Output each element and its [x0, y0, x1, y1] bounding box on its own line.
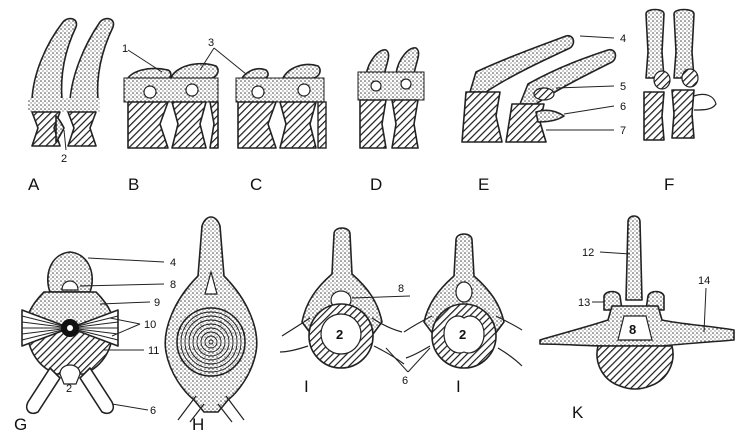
centrum-f2 — [672, 90, 694, 138]
label-13: 13 — [578, 297, 590, 309]
panel-d: D — [358, 48, 424, 194]
label-9: 9 — [154, 297, 160, 309]
centrum-e2 — [506, 104, 546, 142]
label-5: 5 — [620, 81, 626, 93]
neural-arch-a1 — [32, 19, 77, 100]
panel-e: 4 5 6 7 E — [462, 33, 626, 194]
label-6-g: 6 — [150, 405, 156, 417]
arch-f2 — [674, 10, 694, 79]
centrum-b1 — [128, 102, 168, 148]
panel-letter-i1: I — [304, 377, 309, 396]
label-11: 11 — [148, 345, 159, 357]
centrum-f1 — [644, 92, 664, 140]
haemal-right-g — [80, 368, 113, 413]
centrum-b2 — [172, 102, 206, 148]
centrum-c2 — [280, 102, 316, 148]
panel-b: 1 B — [122, 43, 218, 194]
interspace-a — [28, 98, 100, 112]
label-8-k: 8 — [629, 322, 636, 337]
label-6-i: 6 — [402, 375, 408, 387]
panel-c: 3 C — [200, 37, 326, 194]
label-2-g: 2 — [66, 383, 72, 395]
articular-e — [534, 88, 554, 100]
haemal-left-g — [27, 368, 60, 413]
arch-band-c — [236, 78, 324, 102]
rib-stub-e — [536, 110, 564, 122]
centrum-d1 — [360, 100, 386, 148]
label-7: 7 — [620, 125, 626, 137]
panel-k: 8 12 13 14 K — [540, 216, 734, 422]
panel-a: 2 A — [28, 19, 114, 194]
label-14: 14 — [698, 275, 710, 287]
panel-letter-g: G — [14, 415, 27, 434]
panel-h: H — [165, 217, 257, 434]
intercentrum-a — [56, 116, 64, 142]
panel-letter-k: K — [572, 403, 584, 422]
label-1: 1 — [122, 43, 128, 55]
panel-letter-d: D — [370, 175, 382, 194]
panel-i-left: 2 I — [280, 228, 404, 396]
spine-d2 — [396, 48, 419, 74]
foramen-c1 — [252, 86, 264, 98]
panel-g: 4 8 9 10 11 2 6 G — [14, 252, 176, 434]
label-6-e: 6 — [620, 101, 626, 113]
foramen-b2 — [186, 84, 198, 96]
panel-letter-e: E — [478, 175, 489, 194]
centrum-a2 — [68, 112, 96, 146]
label-3: 3 — [208, 37, 214, 49]
label-10: 10 — [144, 319, 156, 331]
panel-f: F — [644, 10, 716, 195]
label-8-g: 8 — [170, 279, 176, 291]
label-2-a: 2 — [61, 153, 67, 165]
panel-letter-a: A — [28, 175, 40, 194]
haemal-canal-g — [60, 365, 80, 384]
centrum-c1 — [238, 102, 276, 148]
label-12: 12 — [582, 247, 594, 259]
centrum-d2 — [392, 100, 418, 148]
rib-f — [694, 94, 716, 110]
arch-band-b — [124, 78, 218, 102]
label-8-i: 8 — [398, 283, 404, 295]
arch-band-d — [358, 72, 424, 100]
centrum-e1 — [462, 92, 502, 142]
arch-f1 — [646, 10, 664, 79]
vertebra-h — [165, 217, 257, 412]
foramen-d1 — [371, 81, 381, 91]
foramen-b1 — [144, 86, 156, 98]
articular-f1 — [654, 71, 670, 89]
panel-letter-f: F — [664, 175, 674, 194]
centrum-c3 — [318, 102, 326, 148]
centrum-k — [597, 346, 673, 389]
panel-letter-h: H — [192, 415, 204, 434]
panel-letter-i2: I — [456, 377, 461, 396]
neural-arch-a2 — [70, 19, 114, 100]
label-4-e: 4 — [620, 33, 626, 45]
label-2-i2: 2 — [459, 327, 466, 342]
label-4-g: 4 — [170, 257, 176, 269]
neural-foramen-i2 — [456, 282, 472, 302]
notochord-core-g — [67, 325, 73, 331]
panel-letter-c: C — [250, 175, 262, 194]
label-2-i1: 2 — [336, 327, 343, 342]
neural-spine-k — [626, 216, 642, 300]
panel-letter-b: B — [128, 175, 139, 194]
centrum-b3 — [210, 102, 218, 148]
foramen-c2 — [298, 84, 310, 96]
foramen-d2 — [401, 79, 411, 89]
articular-f2 — [682, 69, 698, 87]
